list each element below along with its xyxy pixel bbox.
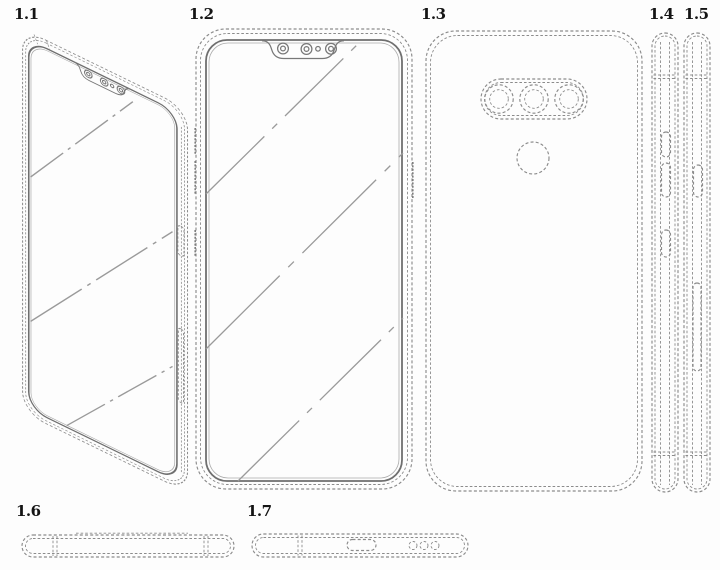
rear-camera-module-inner [484, 82, 584, 116]
screen-reflection-line [205, 40, 362, 195]
rear-camera-2 [519, 84, 549, 114]
phone-frame-line [686, 35, 708, 490]
speaker-hole-3 [430, 541, 440, 550]
screen-border [208, 42, 400, 479]
front-camera-center-lens [303, 45, 310, 53]
view-bottom-edge [251, 533, 469, 558]
view-left-side [651, 32, 679, 493]
front-camera-center [300, 42, 313, 56]
figure-label-1-1: 1.1 [14, 5, 39, 23]
phone-outer-silhouette [22, 36, 189, 485]
rear-camera-module [480, 78, 588, 120]
display-notch [73, 61, 132, 96]
front-camera-right-lens [118, 87, 124, 93]
rear-camera-1-lens [489, 89, 509, 109]
front-camera-center-lens [101, 79, 107, 85]
sensor-dot [109, 83, 115, 89]
power-button [177, 225, 185, 257]
screen-border [30, 48, 176, 473]
screen-reflection-line [237, 317, 404, 482]
rear-camera-3-lens [559, 89, 579, 109]
front-camera-left [276, 42, 290, 55]
figure-label-1-5: 1.5 [684, 5, 709, 23]
rear-camera-1 [484, 84, 514, 114]
antenna-seam [46, 40, 51, 51]
view-rear [425, 30, 643, 492]
usb-c-port [346, 538, 377, 552]
figure-label-1-3: 1.3 [421, 5, 446, 23]
sim-tray [692, 282, 702, 372]
view-right-side [683, 32, 711, 493]
figure-label-1-7: 1.7 [247, 502, 272, 520]
rear-camera-3 [554, 84, 584, 114]
view-front [194, 28, 414, 490]
sim-tray [177, 327, 185, 404]
view-top-edge [21, 532, 235, 558]
figure-label-1-6: 1.6 [16, 502, 41, 520]
screen-reflection-line [30, 101, 134, 178]
fingerprint-sensor [516, 141, 550, 175]
front-camera-left [83, 69, 93, 79]
speaker-hole-2 [419, 541, 429, 550]
volume-down-button [660, 162, 672, 198]
front-camera-right [324, 42, 338, 55]
front-camera-right [116, 85, 126, 95]
figure-label-1-4: 1.4 [649, 5, 674, 23]
phone-frame-line [200, 33, 408, 485]
screen-reflection-line [30, 231, 173, 322]
front-glass-edge [27, 45, 178, 475]
phone-outer-silhouette [425, 30, 643, 492]
antenna-seam [33, 34, 38, 45]
phone-frame-line [654, 35, 676, 490]
phone-outer-silhouette [683, 32, 711, 493]
phone-outer-silhouette [251, 533, 469, 558]
phone-frame-line [255, 537, 465, 554]
front-camera-left-lens [279, 45, 287, 52]
front-glass-edge [205, 39, 403, 482]
speaker-hole-1 [408, 541, 418, 550]
front-camera-right-lens [327, 45, 335, 52]
front-camera-center [99, 77, 109, 87]
phone-outer-silhouette [195, 28, 413, 490]
rear-camera-2-lens [524, 89, 544, 109]
figure-label-1-2: 1.2 [189, 5, 214, 23]
phone-outer-silhouette [21, 534, 235, 558]
phone-outer-silhouette [651, 32, 679, 493]
volume-up-button [660, 131, 672, 158]
view-front-perspective [22, 34, 189, 485]
phone-frame-line [25, 40, 185, 482]
display-notch [261, 40, 345, 60]
front-camera-left-lens [86, 71, 91, 77]
phone-frame-line [430, 35, 638, 487]
sensor-dot [315, 45, 321, 52]
assistant-button [660, 229, 672, 258]
power-button [692, 164, 704, 198]
phone-frame-line [25, 538, 231, 554]
screen-reflection-line [66, 365, 173, 427]
screen-reflection-line [205, 152, 404, 350]
